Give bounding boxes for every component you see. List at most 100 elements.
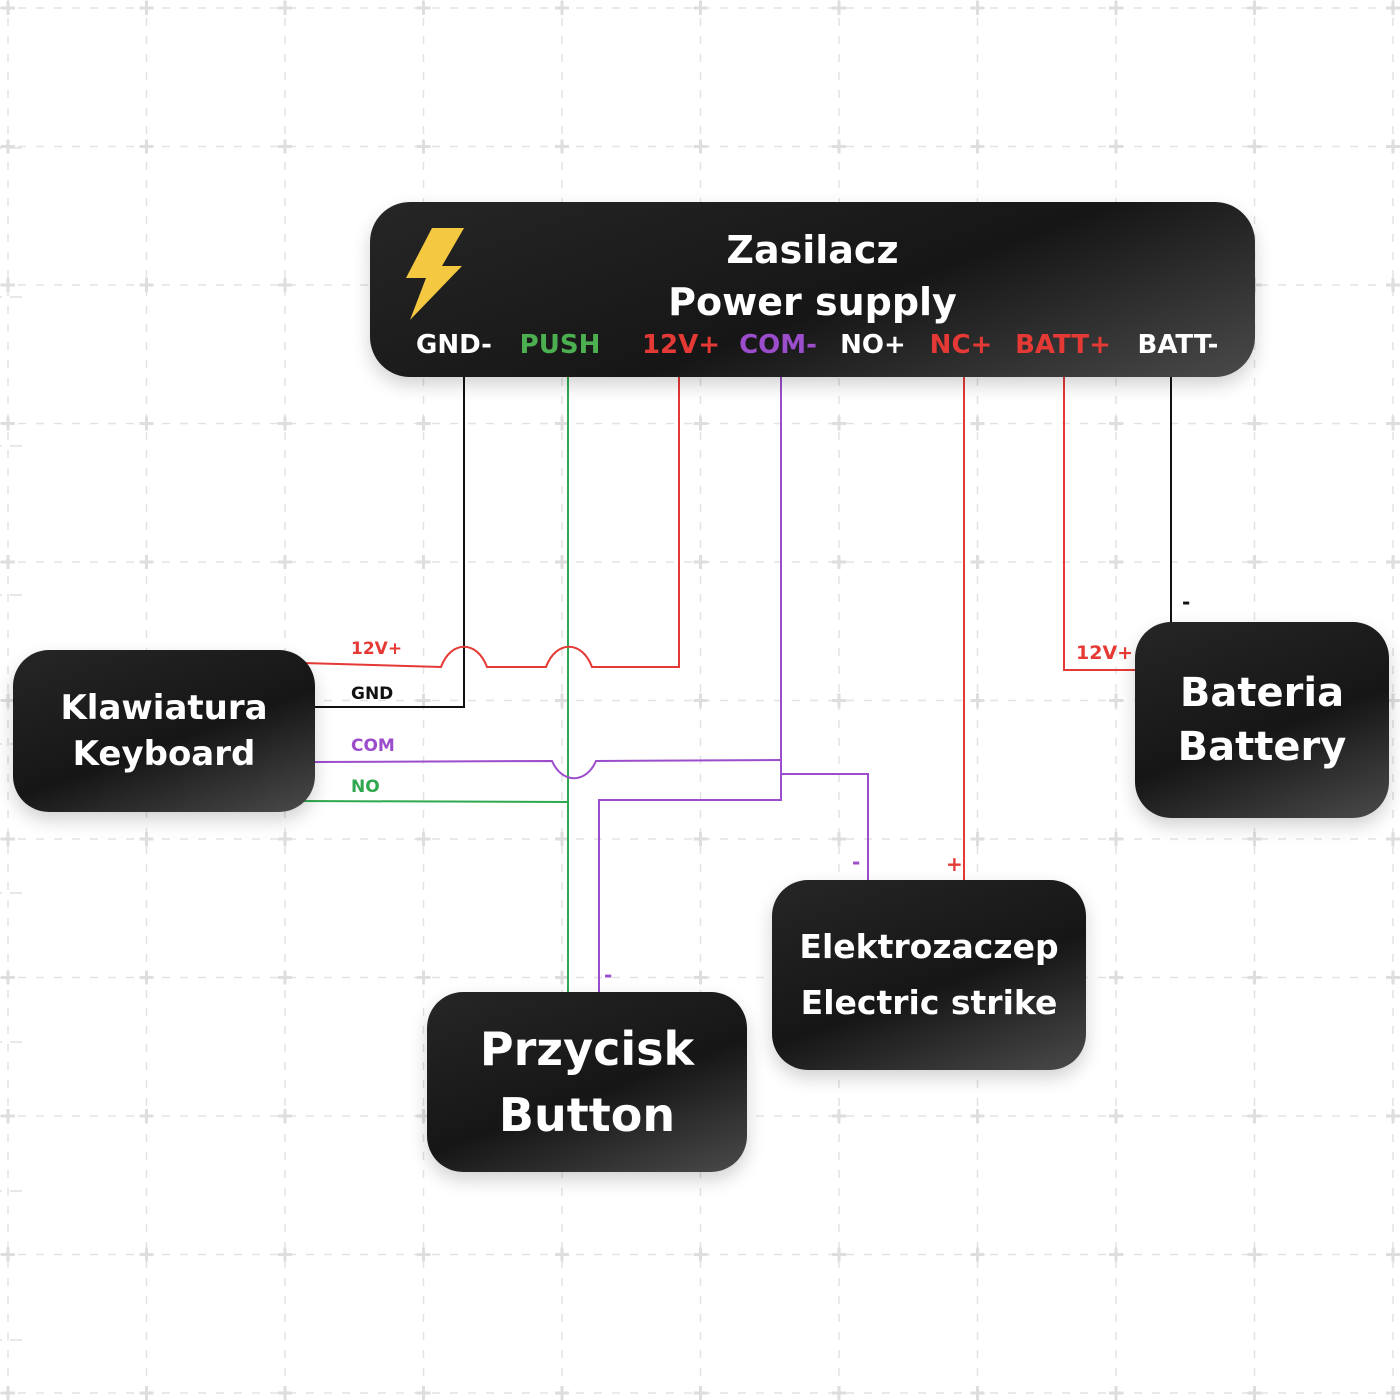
keyboard-wire-no-label: NO xyxy=(351,777,380,797)
grid-plus-marker xyxy=(139,1,154,15)
grid-plus-marker xyxy=(278,970,292,985)
grid-plus-marker xyxy=(1247,416,1262,431)
keyboard-title-pl: Klawiatura xyxy=(60,688,268,728)
grid-plus-marker xyxy=(555,555,569,569)
grid-plus-marker xyxy=(1247,139,1262,154)
grid-plus-marker xyxy=(1386,1247,1400,1262)
grid-plus-marker xyxy=(1386,278,1400,292)
grid-plus-marker xyxy=(1109,1247,1123,1262)
grid-plus-marker xyxy=(278,139,292,154)
grid-plus-marker xyxy=(416,1247,431,1262)
button-box: Przycisk Button xyxy=(427,992,747,1172)
keyboard-wire-12v-label: 12V+ xyxy=(351,639,403,659)
grid-plus-marker xyxy=(970,555,985,569)
electric-strike-box: Elektrozaczep Electric strike xyxy=(772,880,1086,1070)
grid-plus-marker xyxy=(416,139,431,154)
wire-batt-plus xyxy=(1063,377,1135,671)
power-supply-box: Zasilacz Power supply GND- PUSH 12V+ COM… xyxy=(370,202,1255,377)
grid-plus-marker xyxy=(693,416,708,431)
grid-plus-marker xyxy=(832,1247,846,1262)
grid-plus-marker xyxy=(555,1247,569,1262)
button-title-pl: Przycisk xyxy=(479,1022,695,1076)
grid-plus-marker xyxy=(970,416,985,431)
wire-gnd xyxy=(315,377,465,708)
terminal-strip: GND- PUSH 12V+ COM- NO+ NC+ BATT+ BATT- xyxy=(370,330,1255,370)
grid-plus-marker xyxy=(1247,1,1262,15)
grid-plus-marker xyxy=(970,1386,985,1400)
grid-plus-marker xyxy=(832,139,846,154)
power-supply-title-pl: Zasilacz xyxy=(726,228,899,272)
grid-plus-marker xyxy=(278,416,292,431)
grid-plus-marker xyxy=(139,416,154,431)
grid-plus-marker xyxy=(1109,1386,1123,1400)
grid-plus-marker xyxy=(832,1109,846,1123)
wire-com-strike xyxy=(781,773,869,880)
terminal-batt-plus: BATT+ xyxy=(1015,330,1111,360)
wire-12v xyxy=(302,377,680,669)
grid-plus-marker xyxy=(1247,555,1262,569)
terminal-12v: 12V+ xyxy=(641,330,721,360)
grid-plus-marker xyxy=(832,1386,846,1400)
grid-plus-marker xyxy=(1247,832,1262,846)
grid-plus-marker xyxy=(139,1109,154,1123)
strike-title-pl: Elektrozaczep xyxy=(799,927,1059,966)
lightning-bolt-icon xyxy=(406,228,464,320)
battery-title-pl: Bateria xyxy=(1179,670,1345,716)
battery-title-en: Battery xyxy=(1177,724,1347,770)
grid-plus-marker xyxy=(1,555,15,569)
grid-plus-marker xyxy=(693,832,708,846)
grid-plus-marker xyxy=(139,1247,154,1262)
strike-title-en: Electric strike xyxy=(800,983,1058,1022)
grid-plus-marker xyxy=(416,1,431,15)
terminal-push: PUSH xyxy=(519,330,601,360)
grid-plus-marker xyxy=(832,1,846,15)
grid-plus-marker xyxy=(416,1386,431,1400)
button-minus-label: - xyxy=(604,963,613,987)
grid-plus-marker xyxy=(970,693,985,708)
grid-plus-marker xyxy=(1247,1386,1262,1400)
keyboard-wire-com-label: COM xyxy=(351,736,395,756)
grid-plus-marker xyxy=(1386,832,1400,846)
grid-plus-marker xyxy=(970,1109,985,1123)
grid-plus-marker xyxy=(555,416,569,431)
grid-plus-marker xyxy=(1386,1,1400,15)
battery-minus-label: - xyxy=(1182,590,1191,614)
wire-com-keyboard xyxy=(314,759,782,780)
grid-plus-marker xyxy=(278,1,292,15)
power-supply-title-en: Power supply xyxy=(668,280,957,324)
terminal-nc: NC+ xyxy=(929,330,993,360)
grid-plus-marker xyxy=(278,1386,292,1400)
terminal-com: COM- xyxy=(739,330,817,360)
grid-plus-marker xyxy=(693,555,708,569)
grid-plus-marker xyxy=(1109,555,1123,569)
grid-plus-marker xyxy=(1,1247,15,1262)
grid-plus-marker xyxy=(970,1,985,15)
grid-plus-marker xyxy=(555,1,569,15)
grid-plus-marker xyxy=(1386,970,1400,985)
grid-plus-marker xyxy=(693,139,708,154)
grid-plus-marker xyxy=(1109,1109,1123,1123)
grid-plus-marker xyxy=(1386,1109,1400,1123)
grid-plus-marker xyxy=(1109,970,1123,985)
grid-plus-marker xyxy=(693,1247,708,1262)
grid-plus-marker xyxy=(416,970,431,985)
grid-plus-marker xyxy=(1109,832,1123,846)
grid-plus-marker xyxy=(1247,1109,1262,1123)
grid-plus-marker xyxy=(1109,1,1123,15)
grid-plus-marker xyxy=(555,139,569,154)
keyboard-title-en: Keyboard xyxy=(72,734,256,774)
grid-plus-marker xyxy=(416,416,431,431)
grid-plus-marker xyxy=(1,693,15,708)
keyboard-wire-gnd-label: GND xyxy=(351,684,394,704)
grid-plus-marker xyxy=(139,1386,154,1400)
grid-plus-marker xyxy=(555,693,569,708)
grid-plus-marker xyxy=(139,278,154,292)
grid-plus-marker xyxy=(278,555,292,569)
grid-plus-marker xyxy=(416,832,431,846)
grid-plus-marker xyxy=(1109,139,1123,154)
grid-plus-marker xyxy=(1386,139,1400,154)
grid-plus-marker xyxy=(1,416,15,431)
grid-plus-marker xyxy=(832,416,846,431)
battery-wire-12v-label: 12V+ xyxy=(1076,642,1134,664)
